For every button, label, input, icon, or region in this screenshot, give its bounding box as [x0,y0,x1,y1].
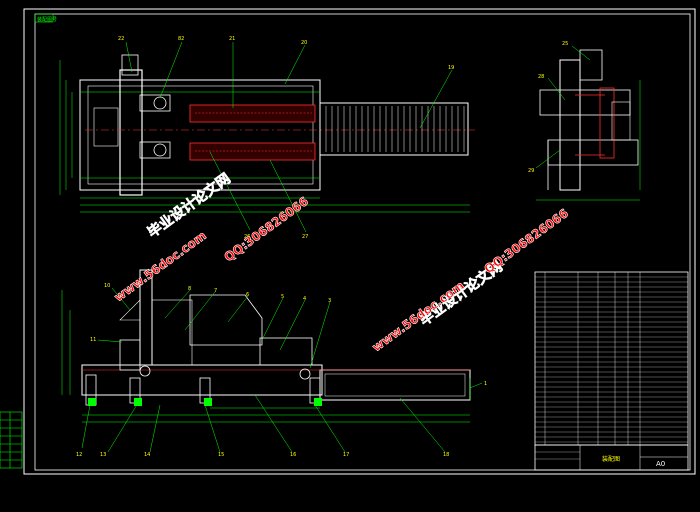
part-label: 82 [178,36,184,42]
part-label: 4 [303,296,306,302]
part-label: 20 [301,40,307,46]
part-label: 3 [328,298,331,304]
part-label: 22 [118,36,124,42]
part-label: 5 [281,294,284,300]
part-label: 28 [538,74,544,80]
part-label: 19 [448,65,454,71]
part-label: 13 [100,452,106,458]
corner-title: 装配图号 [37,16,57,23]
part-label: 26 [244,234,250,240]
part-label: 11 [90,337,96,343]
part-label: 8 [188,286,191,292]
part-label: 1 [484,381,487,387]
part-label: 17 [343,452,349,458]
front-view: 10 11 8 7 6 5 4 3 1 12 13 14 15 16 17 18 [61,269,487,458]
part-label: 12 [76,452,82,458]
sheet-size: A0 [656,460,665,468]
part-label: 16 [290,452,296,458]
part-label: 15 [218,452,224,458]
title-block: 装配图 A0 [534,444,689,471]
left-margin-table [0,411,23,469]
part-label: 21 [229,36,235,42]
part-label: 25 [562,41,568,47]
block-title: 装配图 [602,455,620,463]
top-view: 22 82 21 20 19 26 27 [59,36,475,240]
side-view: 25 28 29 [528,41,641,201]
part-label: 18 [443,452,449,458]
part-label: 14 [144,452,150,458]
part-label: 29 [528,168,534,174]
part-label: 6 [246,292,249,298]
parts-list [534,271,689,446]
part-label: 10 [104,283,110,289]
part-label: 7 [214,288,217,294]
part-label: 27 [302,234,308,240]
